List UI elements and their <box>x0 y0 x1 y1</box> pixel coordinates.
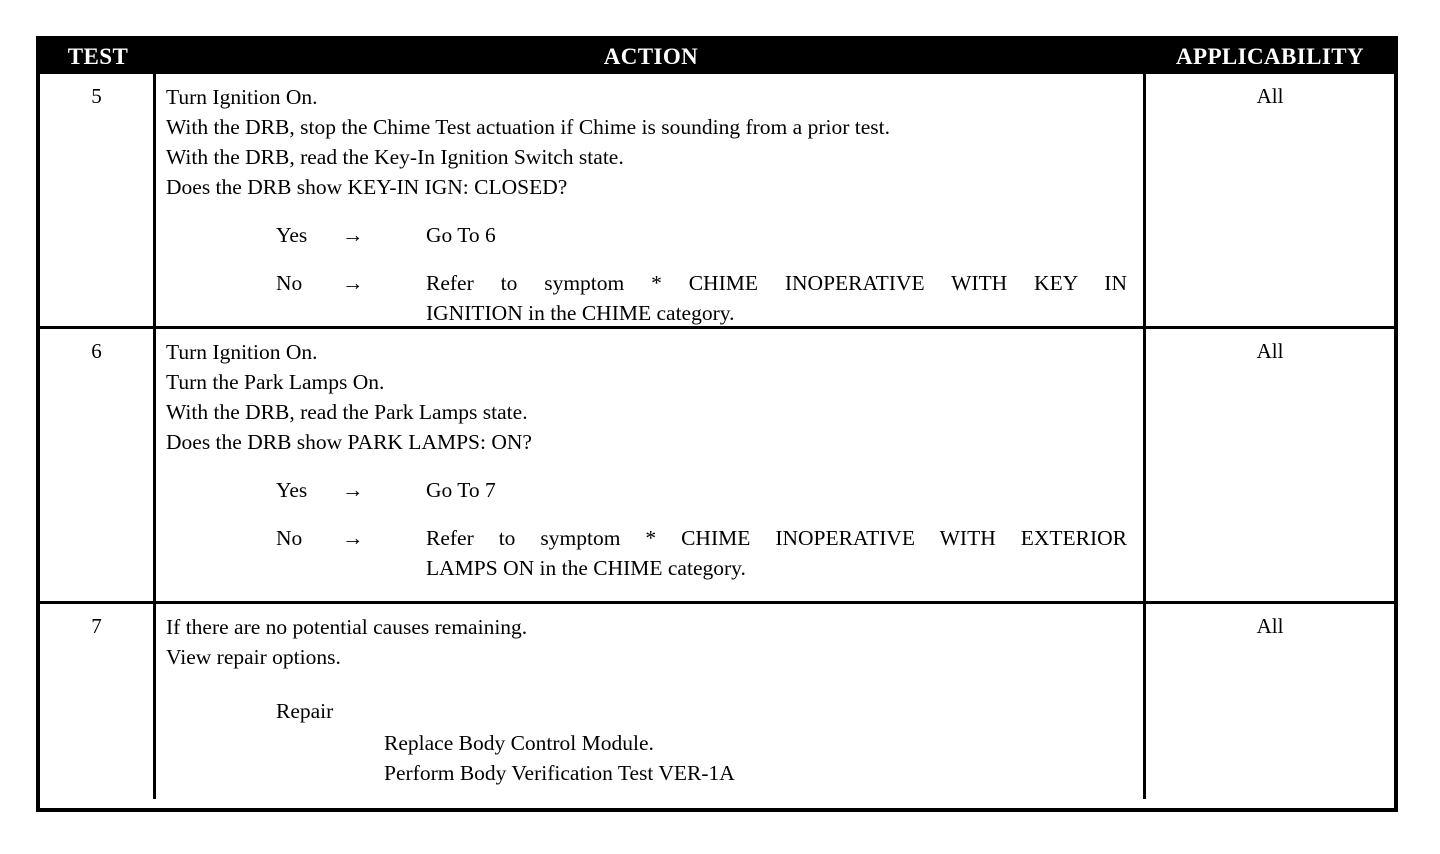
branch-yes: Yes → Go To 6 <box>166 220 1135 250</box>
cell-test-number: 6 <box>40 329 156 601</box>
column-header-action: ACTION <box>603 44 699 69</box>
branch-list: Yes → Go To 7 No → Refer to symptom * CH… <box>166 475 1135 583</box>
action-statement: Turn Ignition On. <box>166 85 318 109</box>
branch-outcome: Go To 6 <box>426 223 496 247</box>
table-row: 7 If there are no potential causes remai… <box>40 601 1394 799</box>
branch-outcome: Go To 7 <box>426 478 496 502</box>
action-statement: With the DRB, read the Park Lamps state. <box>166 400 528 424</box>
repair-block: Repair Replace Body Control Module. Perf… <box>166 696 1135 788</box>
branch-outcome-line: IGNITION in the CHIME category. <box>426 301 735 325</box>
branch-label: No <box>276 271 303 295</box>
branch-outcome: Refer to symptom * CHIME INOPERATIVE WIT… <box>382 268 1135 328</box>
repair-item: Replace Body Control Module. <box>384 731 654 755</box>
arrow-right-icon: → <box>342 526 364 550</box>
repair-item-list: Replace Body Control Module. Perform Bod… <box>166 728 1135 788</box>
cell-action: If there are no potential causes remaini… <box>156 604 1146 799</box>
branch-list: Yes → Go To 6 No → Refer to symptom * CH… <box>166 220 1135 328</box>
action-statement: Does the DRB show KEY-IN IGN: CLOSED? <box>166 175 568 199</box>
column-header-applicability: APPLICABILITY <box>1176 44 1364 69</box>
cell-applicability: All <box>1256 84 1284 108</box>
branch-outcome-line: Refer to symptom * CHIME INOPERATIVE WIT… <box>426 271 1127 295</box>
table-header-row: TEST ACTION APPLICABILITY <box>40 40 1394 74</box>
action-statement: Turn the Park Lamps On. <box>166 370 385 394</box>
cell-test-number: 5 <box>40 74 156 326</box>
cell-applicability: All <box>1256 339 1284 363</box>
cell-action: Turn Ignition On. With the DRB, stop the… <box>156 74 1146 326</box>
repair-title: Repair <box>276 699 334 723</box>
branch-outcome: Refer to symptom * CHIME INOPERATIVE WIT… <box>382 523 1135 583</box>
arrow-right-icon: → <box>342 478 364 502</box>
cell-test-number: 7 <box>40 604 156 799</box>
arrow-right-icon: → <box>342 223 364 247</box>
branch-no: No → Refer to symptom * CHIME INOPERATIV… <box>166 268 1135 328</box>
column-header-test: TEST <box>67 44 129 69</box>
branch-no: No → Refer to symptom * CHIME INOPERATIV… <box>166 523 1135 583</box>
action-statement: Turn Ignition On. <box>166 340 318 364</box>
branch-outcome-line: Refer to symptom * CHIME INOPERATIVE WIT… <box>426 526 1127 550</box>
arrow-right-icon: → <box>342 271 364 295</box>
action-statement: With the DRB, read the Key-In Ignition S… <box>166 145 624 169</box>
action-statement: With the DRB, stop the Chime Test actuat… <box>166 115 890 139</box>
action-statement: If there are no potential causes remaini… <box>166 615 528 639</box>
table-body: 5 Turn Ignition On. With the DRB, stop t… <box>40 74 1394 799</box>
cell-applicability: All <box>1256 614 1284 638</box>
table-row: 5 Turn Ignition On. With the DRB, stop t… <box>40 74 1394 326</box>
diagnostic-test-table: TEST ACTION APPLICABILITY 5 Turn Ignitio… <box>36 36 1398 812</box>
table-row: 6 Turn Ignition On. Turn the Park Lamps … <box>40 326 1394 601</box>
action-statement: Does the DRB show PARK LAMPS: ON? <box>166 430 532 454</box>
branch-label: No <box>276 526 303 550</box>
action-statement: View repair options. <box>166 645 341 669</box>
branch-label: Yes <box>276 223 308 247</box>
branch-outcome-line: LAMPS ON in the CHIME category. <box>426 556 746 580</box>
repair-item: Perform Body Verification Test VER-1A <box>384 761 735 785</box>
cell-action: Turn Ignition On. Turn the Park Lamps On… <box>156 329 1146 601</box>
branch-yes: Yes → Go To 7 <box>166 475 1135 505</box>
branch-label: Yes <box>276 478 308 502</box>
